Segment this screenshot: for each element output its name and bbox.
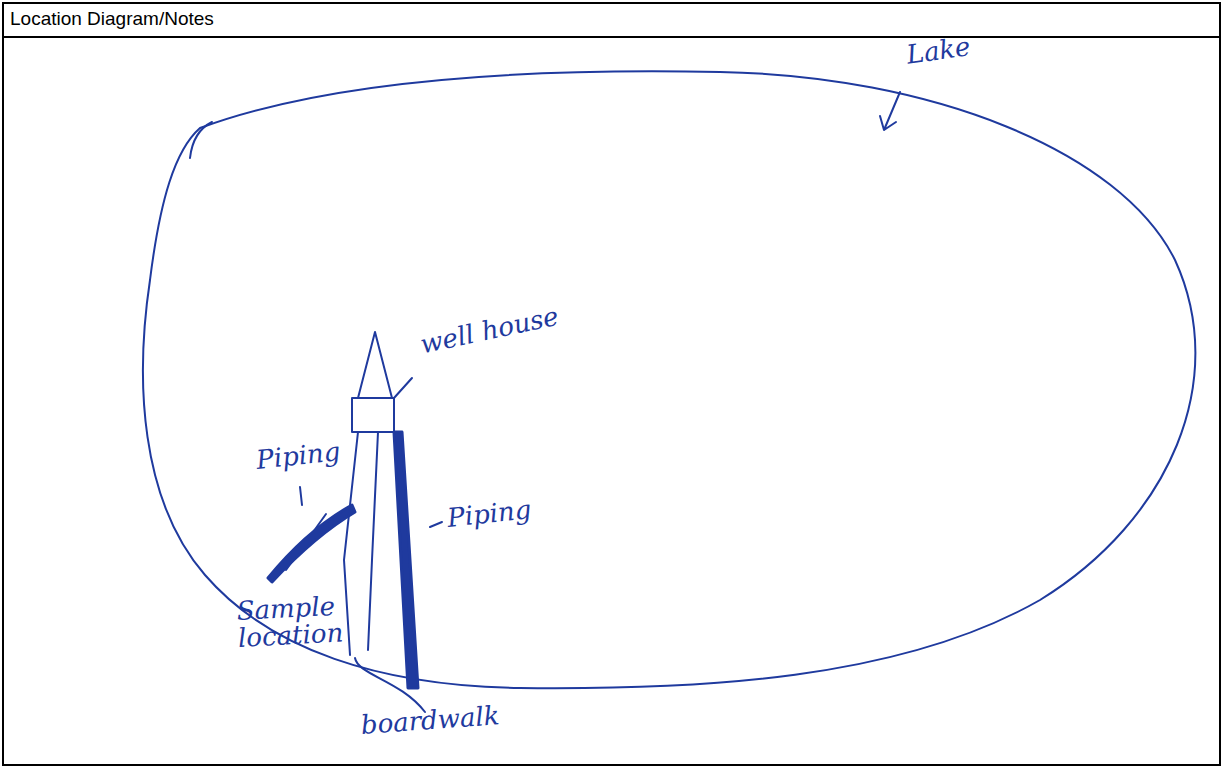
boardwalk-line [344, 432, 358, 655]
piping-label: Piping [255, 434, 377, 474]
header-title: Location Diagram/Notes [10, 8, 214, 30]
piping-leader [300, 487, 302, 505]
lake-stroke [190, 122, 212, 158]
well-house-roof [358, 332, 392, 398]
piping-leader [430, 522, 442, 527]
well-house-leader [394, 378, 412, 398]
well-house [352, 398, 394, 432]
lake-outline [143, 71, 1195, 688]
piping [394, 432, 418, 688]
sample-label: Sample location [236, 592, 357, 653]
lake-arrow [880, 92, 900, 130]
boardwalk-label: boardwalk [360, 700, 531, 739]
piping-label: Piping [446, 492, 568, 532]
lake-label: Lake [905, 27, 1018, 69]
piping [268, 505, 355, 582]
boardwalk-line [368, 432, 378, 650]
building-label: well house [418, 290, 619, 358]
